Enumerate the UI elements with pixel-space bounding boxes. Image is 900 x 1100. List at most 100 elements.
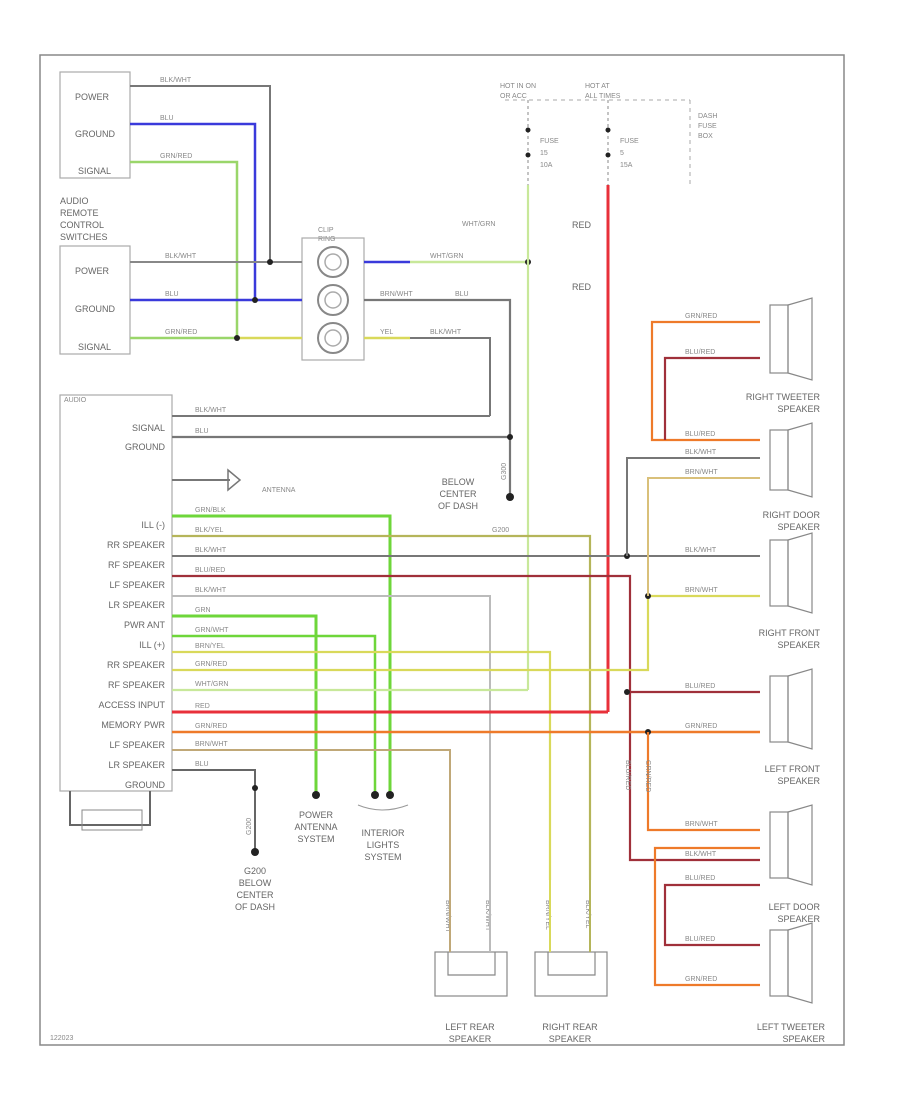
right-rear-speaker: BRN/YEL BLK/YEL RIGHT REAR SPEAKER [534, 900, 608, 1044]
svg-text:SPEAKER: SPEAKER [777, 914, 820, 924]
svg-text:BLU: BLU [160, 115, 174, 122]
svg-text:RF SPEAKER: RF SPEAKER [108, 680, 166, 690]
svg-text:BRN/YEL: BRN/YEL [544, 900, 551, 930]
svg-text:SPEAKER: SPEAKER [777, 404, 820, 414]
svg-text:RIGHT DOOR: RIGHT DOOR [763, 510, 821, 520]
svg-text:DASH: DASH [698, 113, 717, 120]
svg-text:BRN/YEL: BRN/YEL [195, 643, 225, 650]
svg-text:LR SPEAKER: LR SPEAKER [108, 600, 165, 610]
svg-text:GRN/RED: GRN/RED [160, 153, 192, 160]
svg-text:LEFT FRONT: LEFT FRONT [765, 764, 821, 774]
svg-text:BRN/WHT: BRN/WHT [444, 900, 451, 933]
svg-text:BLU: BLU [195, 761, 209, 768]
svg-text:SPEAKER: SPEAKER [449, 1034, 492, 1044]
left-rear-speaker: BRN/WHT BLK/WHT LEFT REAR SPEAKER [434, 900, 508, 1044]
svg-text:RING: RING [318, 236, 336, 243]
svg-text:G200: G200 [246, 818, 253, 835]
remote-switch-pin-signal: SIGNAL [78, 342, 111, 352]
top-switch-pin-ground: GROUND [75, 129, 115, 139]
svg-text:SIGNAL: SIGNAL [132, 423, 165, 433]
svg-text:GRN/BLK: GRN/BLK [195, 507, 226, 514]
svg-text:SYSTEM: SYSTEM [297, 834, 334, 844]
svg-text:G200: G200 [492, 527, 509, 534]
svg-text:LR SPEAKER: LR SPEAKER [108, 760, 165, 770]
diagram-frame [39, 54, 845, 1046]
memory-power-wire: RED RED [572, 185, 610, 712]
svg-text:RED: RED [195, 703, 210, 710]
svg-text:RF SPEAKER: RF SPEAKER [108, 560, 166, 570]
svg-text:REMOTE: REMOTE [60, 208, 99, 218]
svg-text:RR SPEAKER: RR SPEAKER [107, 540, 166, 550]
audio-signal-ground-wires: BLK/WHT BLU G300 BELOW CENTER OF DASH [172, 407, 514, 511]
access-input-wire: WHT/GRN [462, 185, 530, 690]
right-front-speaker: RIGHT FRONT SPEAKER [759, 532, 821, 650]
svg-text:FUSE: FUSE [620, 138, 639, 145]
svg-text:BLU/RED: BLU/RED [685, 875, 715, 882]
svg-text:OR ACC: OR ACC [500, 93, 527, 100]
svg-text:POWER: POWER [299, 810, 334, 820]
svg-text:BLU/RED: BLU/RED [685, 431, 715, 438]
svg-text:BLU: BLU [195, 428, 209, 435]
antenna-connector: ANTENNA [172, 468, 296, 494]
svg-text:BLK/WHT: BLK/WHT [195, 587, 227, 594]
clip-ring: CLIP RING [301, 227, 365, 361]
left-door-speaker: BLU/RED GRN/RED BRN/WHT BLK/WHT BLU/RED … [624, 732, 820, 924]
svg-text:OF DASH: OF DASH [438, 501, 478, 511]
svg-text:BLK/YEL: BLK/YEL [584, 900, 591, 929]
svg-text:WHT/GRN: WHT/GRN [462, 221, 495, 228]
svg-text:15A: 15A [620, 162, 633, 169]
right-door-speaker: BLU/RED BLK/WHT BRN/WHT RIGHT DOOR SPEAK… [626, 422, 821, 596]
svg-text:BLK/YEL: BLK/YEL [195, 527, 224, 534]
svg-text:G300: G300 [501, 463, 508, 480]
svg-text:15: 15 [540, 150, 548, 157]
audio-unit: AUDIO SIGNAL GROUND ILL (-) RR SPEAKER R… [59, 394, 173, 831]
svg-text:BRN/WHT: BRN/WHT [380, 291, 413, 298]
svg-text:GRN: GRN [195, 607, 211, 614]
svg-text:RR SPEAKER: RR SPEAKER [107, 660, 166, 670]
svg-text:BLK/WHT: BLK/WHT [195, 547, 227, 554]
svg-text:CONTROL: CONTROL [60, 220, 104, 230]
svg-text:SPEAKER: SPEAKER [549, 1034, 592, 1044]
svg-text:GROUND: GROUND [125, 780, 165, 790]
svg-text:BRN/WHT: BRN/WHT [685, 587, 718, 594]
svg-text:BLK/WHT: BLK/WHT [430, 329, 462, 336]
svg-text:RED: RED [572, 220, 592, 230]
svg-text:LF SPEAKER: LF SPEAKER [109, 580, 165, 590]
svg-text:BLU: BLU [455, 291, 469, 298]
svg-text:5: 5 [620, 150, 624, 157]
svg-text:LEFT REAR: LEFT REAR [445, 1022, 495, 1032]
svg-text:BLU/RED: BLU/RED [685, 349, 715, 356]
audio-pin-wires: GRN/BLK BLK/YEL G200 BLK/WHT BLK/WHT BLU… [172, 507, 760, 880]
svg-text:BLK/WHT: BLK/WHT [165, 253, 197, 260]
svg-text:RIGHT TWEETER: RIGHT TWEETER [746, 392, 821, 402]
clip-ring-out-wires: WHT/GRN BRN/WHT BLU YEL BLK/WHT [364, 253, 531, 500]
svg-text:WHT/GRN: WHT/GRN [195, 681, 228, 688]
svg-text:RIGHT FRONT: RIGHT FRONT [759, 628, 821, 638]
top-switch-pin-power: POWER [75, 92, 110, 102]
figure-id: 122023 [50, 1035, 73, 1042]
svg-text:BLU/RED: BLU/RED [195, 567, 225, 574]
svg-text:MEMORY PWR: MEMORY PWR [101, 720, 165, 730]
svg-text:BRN/WHT: BRN/WHT [685, 821, 718, 828]
svg-text:ILL (-): ILL (-) [141, 520, 165, 530]
svg-text:LF SPEAKER: LF SPEAKER [109, 740, 165, 750]
remote-switch-box: POWER GROUND SIGNAL [59, 245, 131, 355]
remote-switch-title: AUDIO REMOTE CONTROL SWITCHES [60, 196, 108, 242]
svg-text:FUSE: FUSE [540, 138, 559, 145]
system-connectors: POWER ANTENNA SYSTEM INTERIOR LIGHTS SYS… [235, 791, 409, 912]
svg-text:BLK/WHT: BLK/WHT [195, 407, 227, 414]
svg-text:BELOW: BELOW [239, 878, 272, 888]
svg-text:BLU/RED: BLU/RED [685, 936, 715, 943]
svg-text:GRN/WHT: GRN/WHT [195, 627, 229, 634]
top-switch-pin-signal: SIGNAL [78, 166, 111, 176]
svg-text:GRN/RED: GRN/RED [165, 329, 197, 336]
svg-text:PWR ANT: PWR ANT [124, 620, 166, 630]
svg-text:ANTENNA: ANTENNA [262, 487, 296, 494]
rear-wire-terminals [449, 880, 591, 952]
left-tweeter-speaker: BLU/RED GRN/RED LEFT TWEETER SPEAKER [653, 846, 825, 1044]
top-switch-box: POWER GROUND SIGNAL [59, 71, 131, 179]
svg-text:ALL TIMES: ALL TIMES [585, 93, 621, 100]
svg-text:SWITCHES: SWITCHES [60, 232, 108, 242]
svg-text:GRN/RED: GRN/RED [195, 723, 227, 730]
